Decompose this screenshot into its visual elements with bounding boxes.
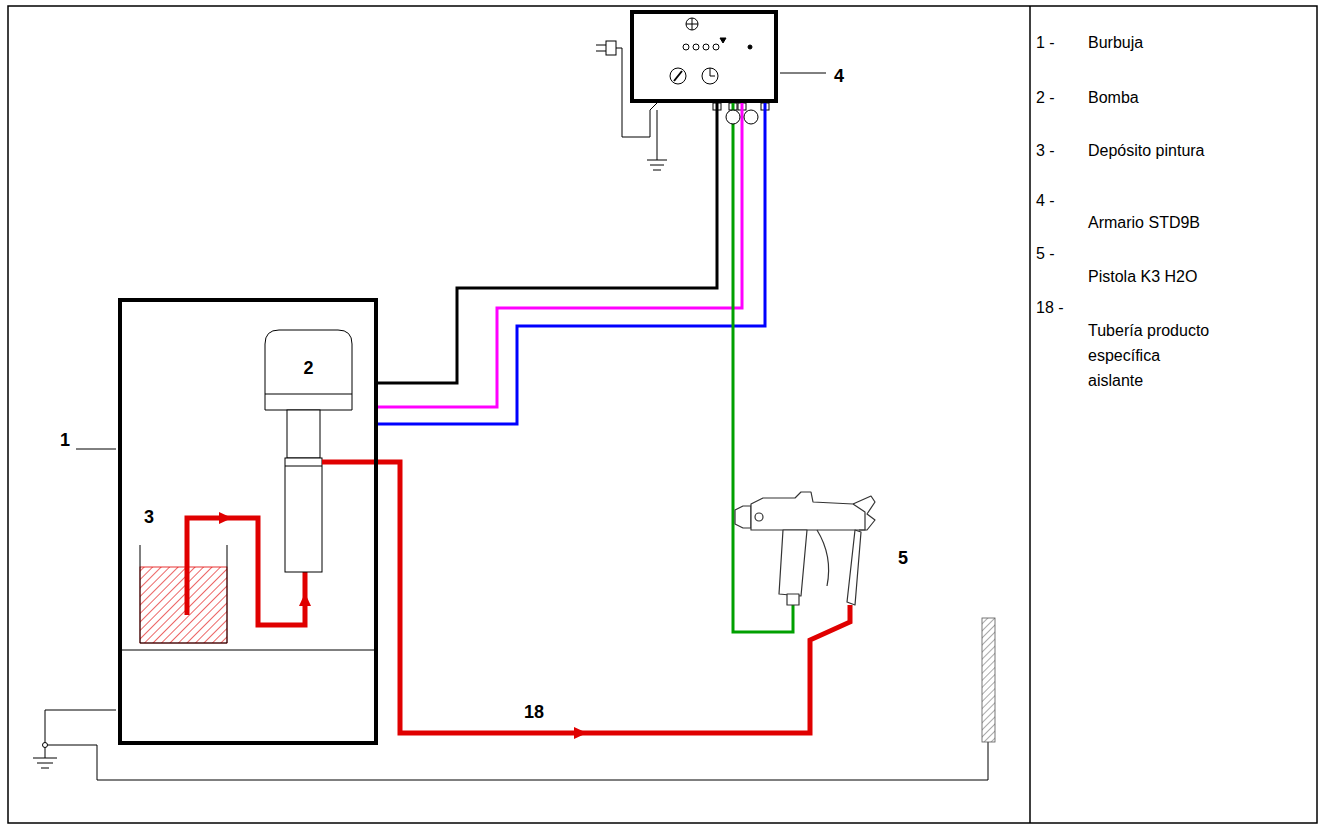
callout-number: 1 — [60, 430, 70, 450]
pump-outlet — [322, 460, 352, 465]
tank-wall — [140, 545, 227, 643]
part-name: Bomba — [1088, 85, 1213, 110]
pressure-gauge — [744, 110, 758, 124]
callout-number: 3 — [144, 507, 154, 527]
mains-plug — [596, 41, 657, 137]
key-number: 3 - — [1036, 138, 1076, 163]
callout-number: 4 — [834, 66, 844, 86]
arrowhead — [219, 512, 232, 524]
key-number: 2 - — [1036, 85, 1076, 110]
leader-line — [780, 73, 826, 74]
paint-tank-drawing — [140, 545, 227, 643]
callout-number: 18 — [522, 702, 546, 722]
callout-number: 5 — [898, 548, 908, 568]
spray-gun: 5 — [735, 490, 875, 605]
part-name: Burbuja — [1088, 30, 1213, 55]
control-cabinet-drawing — [634, 14, 774, 99]
leader-line — [76, 449, 116, 450]
pump-body — [265, 330, 352, 572]
suction-pipe — [185, 545, 190, 615]
part-name: Depósito pintura — [1088, 138, 1213, 163]
ground-wire — [33, 710, 988, 780]
cable — [378, 103, 717, 383]
ground-node — [43, 743, 48, 748]
air-line — [378, 103, 765, 424]
bubble-enclosure: 123 — [118, 298, 378, 745]
part-name: Pistola K3 H2O — [1088, 264, 1213, 289]
arrowhead — [574, 727, 587, 739]
ground-symbol — [647, 110, 667, 170]
paint-tank: 3 — [140, 545, 227, 643]
key-number: 4 - — [1036, 188, 1076, 213]
paint-level — [140, 567, 227, 643]
spray-gun-drawing — [735, 490, 875, 605]
control-cabinet: 4 — [630, 10, 778, 103]
cabinet-panel — [670, 18, 752, 84]
pump: 2 — [265, 330, 352, 572]
floor-line — [122, 650, 374, 651]
key-number: 5 - — [1036, 241, 1076, 266]
divider — [1029, 6, 1031, 823]
gun-body — [735, 492, 875, 605]
callout-number: 2 — [265, 358, 352, 378]
part-name: Tubería producto específica aislante — [1088, 318, 1213, 393]
air-line — [378, 103, 742, 407]
key-number: 18 - — [1036, 295, 1076, 320]
pressure-gauge — [726, 110, 740, 124]
part-name: Armario STD9B — [1088, 210, 1213, 235]
key-number: 1 - — [1036, 30, 1076, 55]
workpiece — [982, 618, 995, 742]
frame — [8, 6, 1317, 823]
arrowhead — [299, 593, 311, 606]
